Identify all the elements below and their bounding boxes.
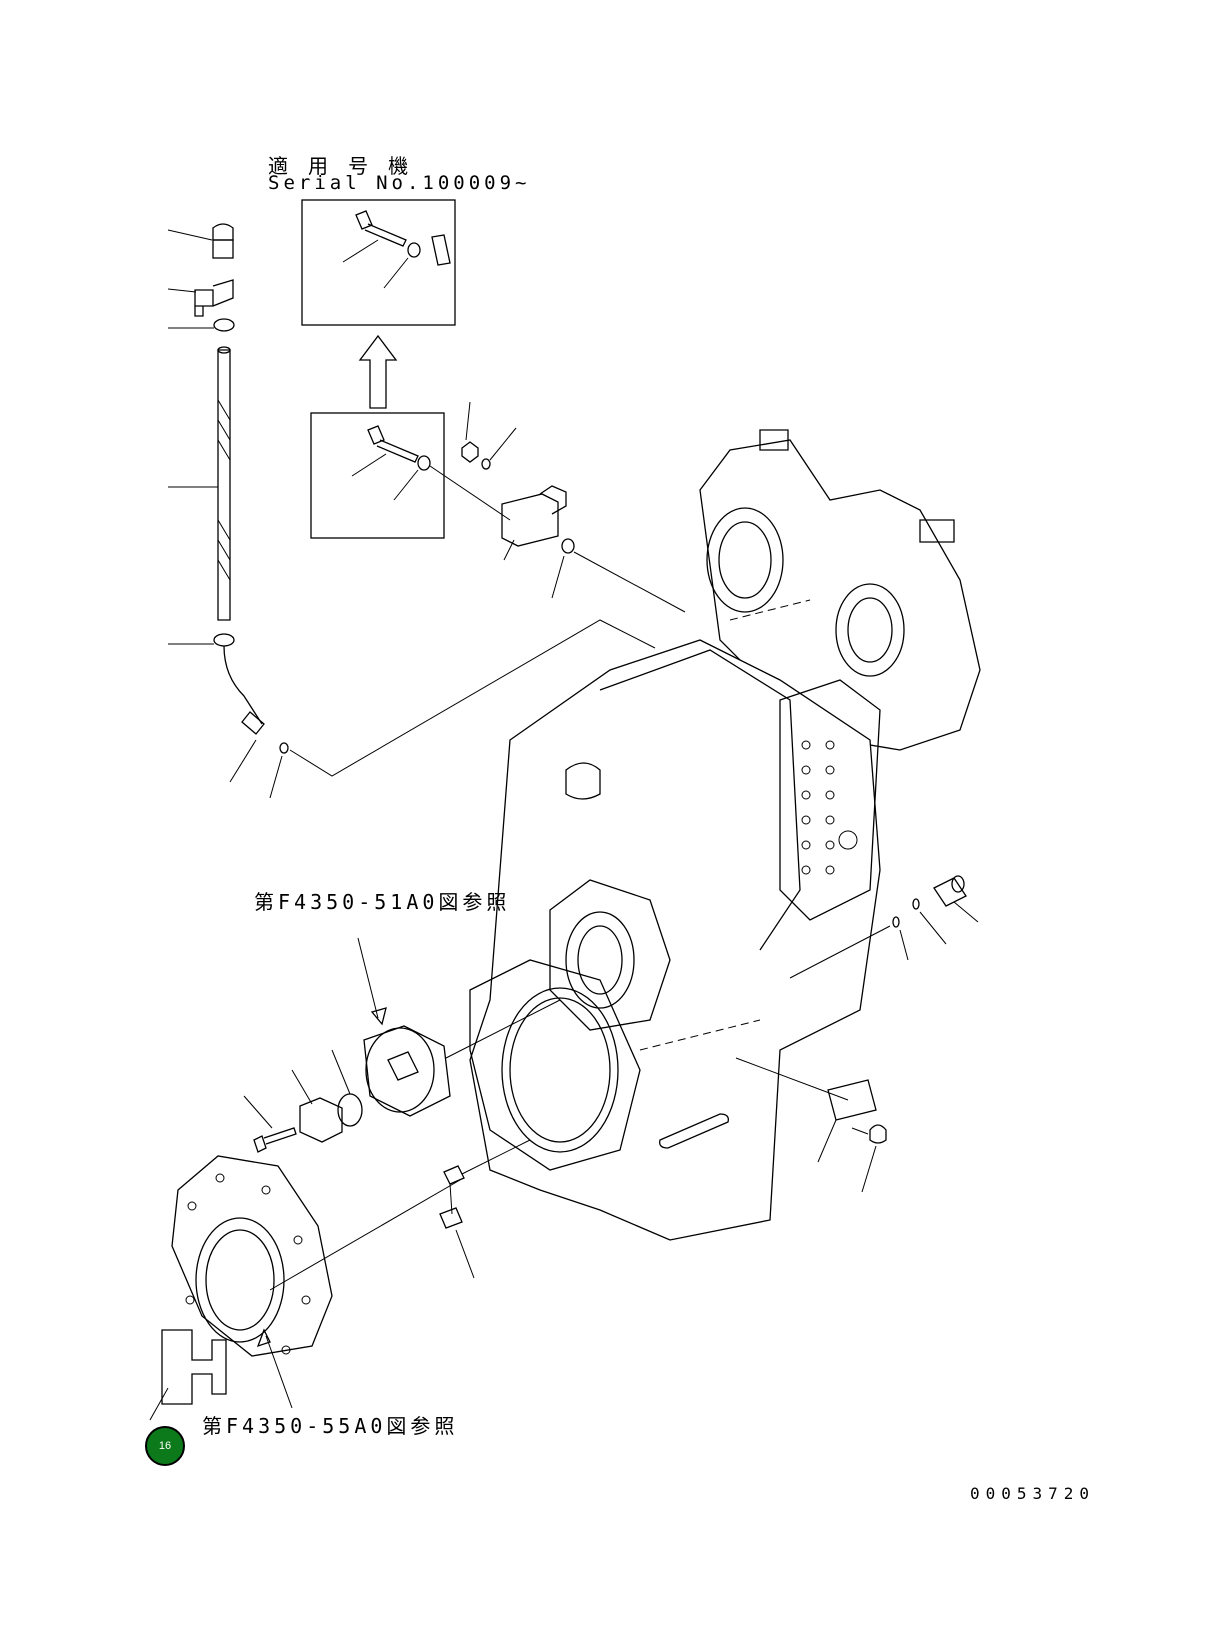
rear-cover-assembly: [149, 1155, 461, 1421]
control-valve-ports: [801, 740, 858, 875]
breather-fitting: [439, 1139, 531, 1279]
applicable-models-label: 適 用 号 機: [268, 154, 413, 178]
pump-cover-assembly: [243, 937, 561, 1153]
variant-arrow: [358, 334, 398, 409]
plug-and-orings: [789, 875, 979, 979]
pressure-fitting: [461, 401, 686, 613]
transmission-case: [469, 429, 981, 1241]
reference-label-upper: 第F4350-51A0図参照: [254, 890, 511, 914]
page-number-badge-label: 16: [158, 1440, 172, 1452]
standard-inset: [310, 412, 511, 539]
page-number-badge[interactable]: 16: [145, 1426, 185, 1466]
serial-number-label: Serial No.100009~: [268, 172, 531, 194]
serial-variant-inset: [301, 199, 456, 326]
nameplate: [735, 1057, 887, 1193]
reference-label-lower: 第F4350-55A0図参照: [202, 1414, 459, 1438]
drawing-number: 00053720: [970, 1484, 1096, 1503]
level-gauge-assembly: [167, 223, 656, 799]
